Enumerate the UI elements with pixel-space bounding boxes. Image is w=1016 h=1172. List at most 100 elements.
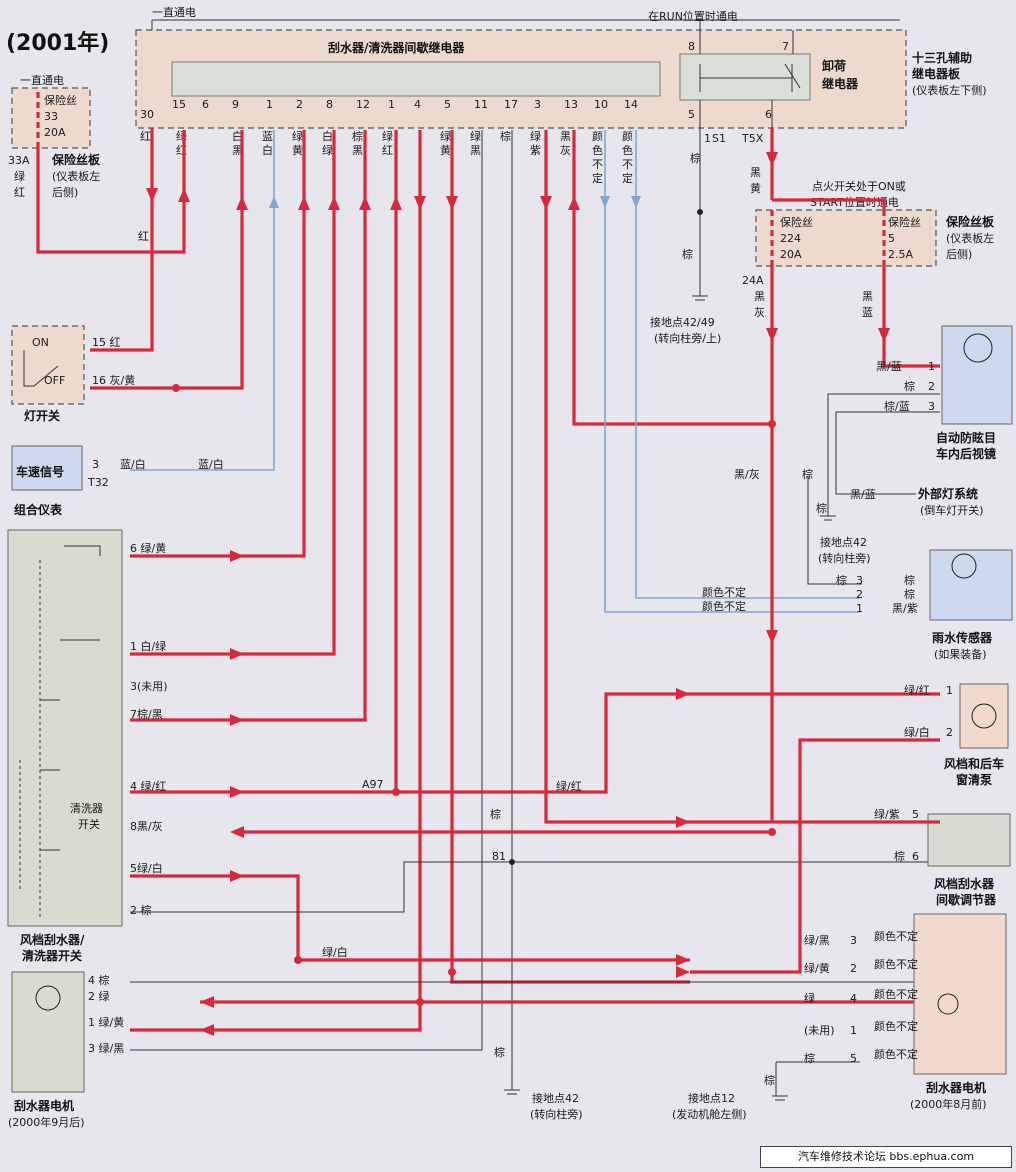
- fuse-board-left-name: 保险丝板: [51, 152, 101, 167]
- ground4249-label: 接地点42/49: [650, 316, 715, 329]
- pump-pin1: 1: [946, 684, 953, 697]
- wiper-motor-old-icon: [937, 993, 959, 1015]
- wiper-switch-contacts: [40, 545, 101, 851]
- rain-wire1: 黑/紫: [892, 602, 918, 615]
- wiper-switch-linkage: [19, 560, 41, 920]
- wire-green-white-mid: 绿/白: [322, 945, 348, 959]
- blue-arrows: [269, 196, 641, 208]
- wire-brown1: 棕: [802, 467, 813, 481]
- fuse33-wire-red: 红: [14, 186, 25, 199]
- a97-label: A97: [362, 778, 384, 791]
- fuse5-number: 5: [888, 232, 895, 245]
- relay-pin-colors: 绿红白黑蓝白绿黄白绿棕黑绿红绿黄绿黑棕绿紫黑灰颜色不定颜色不定: [176, 129, 633, 185]
- always-on-left-label: 一直通电: [20, 73, 64, 87]
- relay-pin-14-15: 14: [624, 98, 638, 111]
- relay-pin-6-1: 6: [202, 98, 209, 111]
- gnd12-wire: 棕: [764, 1073, 775, 1087]
- ground42-label: 接地点42: [820, 536, 867, 549]
- wire-pin11-brown: [130, 130, 483, 1051]
- pin-color-char-11-0: 黑: [560, 130, 571, 143]
- rain-sensor-box: [929, 549, 1013, 621]
- wire-pin13-relay: [572, 130, 772, 426]
- light-switch-wire15: 15 红: [92, 336, 121, 349]
- wire-pin1-speed: [130, 130, 275, 471]
- speed-wire2: 蓝/白: [198, 457, 224, 471]
- wire-blk-gray: 黑/灰: [734, 467, 760, 481]
- pin-color-char-11-1: 灰: [560, 143, 571, 157]
- rain-pin1: 1: [856, 602, 863, 615]
- relay-pin-2-4: 2: [296, 98, 303, 111]
- pin-color-char-13-3: 定: [622, 171, 633, 185]
- rain-sensor-name: 雨水传感器: [932, 630, 993, 645]
- intermittent-relay-name: 刮水器/清洗器间歇继电器: [328, 40, 465, 55]
- fuse-board-left-loc1: (仪表板左: [52, 169, 100, 183]
- wire-blue-label: 蓝: [862, 306, 873, 319]
- fuse33-wire-green: 绿: [14, 169, 25, 183]
- ground-symbols: [504, 1089, 788, 1101]
- wire-switch2-brown: [130, 861, 940, 913]
- always-on-top-label: 一直通电: [152, 5, 196, 19]
- relay-pin-9-2: 9: [232, 98, 239, 111]
- regulator-name1: 风档刮水器: [934, 876, 995, 891]
- gnd42-label: 接地点42: [532, 1092, 579, 1105]
- w24a-black: 黑: [754, 290, 765, 303]
- pin-color-char-6-0: 绿: [382, 129, 393, 143]
- relay-pin-1-3: 1: [266, 98, 273, 111]
- wire-fuse-down: [770, 266, 940, 822]
- t5x-name: T5X: [741, 132, 764, 145]
- speed-conn: T32: [87, 476, 109, 489]
- regulator-pin6: 6: [912, 850, 919, 863]
- s1-pin: 1: [704, 132, 711, 145]
- pump-wire2: 绿/白: [904, 725, 930, 739]
- relay-pin-10-14: 10: [594, 98, 608, 111]
- regulator-pin5: 5: [912, 808, 919, 821]
- motor-old-pin-1: 2: [850, 962, 857, 975]
- wire-pin8-switch1: [130, 130, 336, 656]
- unload-relay-body: [679, 53, 811, 101]
- relay-pin-8: 8: [688, 40, 695, 53]
- unload-relay-coil: [699, 64, 793, 92]
- top-bus-lines: [151, 19, 900, 128]
- wiper-switch-line-3: 7棕/黑: [130, 707, 163, 721]
- motor-old-colorless-1: 颜色不定: [874, 957, 918, 971]
- mirror-name1: 自动防眩目: [936, 430, 996, 445]
- motor-old-colorless-2: 颜色不定: [874, 987, 918, 1001]
- ground-42-symbol: [820, 515, 836, 521]
- unload-relay-name2: 继电器: [822, 76, 859, 91]
- regulator-wire6: 棕: [894, 849, 905, 863]
- mirror-wire2: 棕: [904, 379, 915, 393]
- wire-ign-bus: [772, 198, 886, 210]
- mirror-icon: [963, 333, 993, 363]
- w24a-num: 24A: [742, 274, 764, 287]
- pump-name1: 风档和后车: [944, 756, 1004, 771]
- ground42-loc: (转向柱旁): [818, 551, 871, 565]
- pin-color-char-5-0: 棕: [352, 129, 363, 143]
- pin-color-char-0-1: 红: [176, 144, 187, 157]
- rain-brown-wire: [807, 476, 862, 585]
- wiper-switch-line-6: 5绿/白: [130, 861, 163, 875]
- mirror-wires: [827, 393, 940, 516]
- relay-pin-5-9: 5: [444, 98, 451, 111]
- unload-relay-contact: [784, 63, 801, 89]
- pump-pin2: 2: [946, 726, 953, 739]
- washer-switch-label2: 开关: [78, 817, 100, 831]
- light-switch-contact: [23, 350, 59, 387]
- gnd12-loc: (发动机舱左侧): [672, 1107, 747, 1121]
- motor-old-colorless-0: 颜色不定: [874, 929, 918, 943]
- fuse224-label: 保险丝: [780, 215, 813, 229]
- rain-pin2: 2: [856, 588, 863, 601]
- wiper-switch-line-0: 6 绿/黄: [130, 541, 166, 555]
- wire-pin14-rain: [635, 130, 860, 599]
- diagram-title: (2001年): [6, 30, 109, 56]
- fuse5-rating: 2.5A: [888, 248, 913, 261]
- pin-color-char-0-0: 绿: [176, 129, 187, 143]
- motor-new-line-1: 2 绿: [88, 989, 110, 1003]
- wiper-switch-line-5: 8黑/灰: [130, 819, 163, 833]
- motor-new-line-0: 4 棕: [88, 973, 110, 987]
- washer-pump-box: [959, 683, 1009, 749]
- relay-pin-8-5: 8: [326, 98, 333, 111]
- ign-on-label1: 点火开关处于ON或: [812, 179, 906, 193]
- relay-panel-name2: 继电器板: [912, 66, 961, 81]
- wiper-switch-name2: 清洗器开关: [22, 948, 82, 963]
- speed-pin: 3: [92, 458, 99, 471]
